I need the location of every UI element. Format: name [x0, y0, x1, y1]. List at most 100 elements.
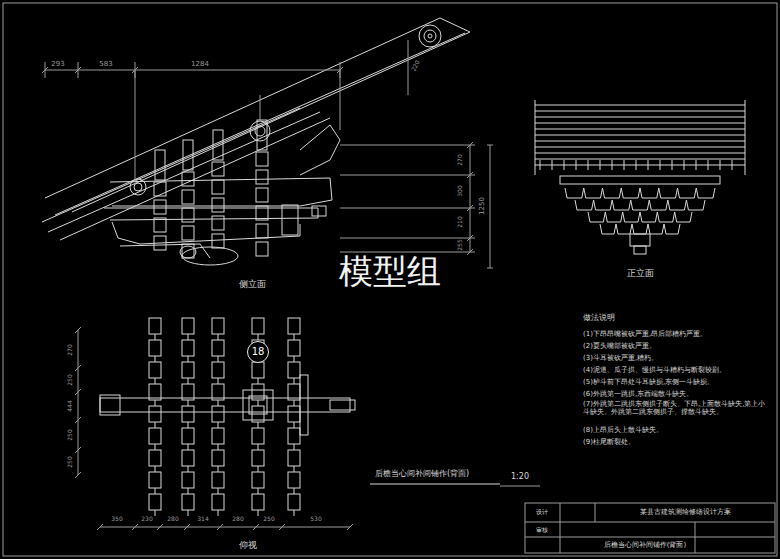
- note-text: (5)栌斗前下昂处斗耳缺损,东侧一斗缺损。: [583, 378, 714, 386]
- line: [340, 175, 475, 176]
- block: [630, 234, 650, 246]
- line: [78, 62, 79, 78]
- bracket-block: [600, 224, 616, 234]
- front-elevation: [535, 100, 745, 254]
- note-text: (1)下昂昂嘴被砍严重,昂后部糟朽严重。: [583, 330, 707, 338]
- bracket-block: [668, 200, 687, 210]
- line: [535, 141, 745, 142]
- line: [467, 142, 473, 148]
- label: 583: [99, 60, 112, 68]
- line: [188, 334, 189, 340]
- block: [288, 362, 300, 378]
- line: [45, 62, 46, 78]
- label: 444: [67, 400, 74, 411]
- line: [155, 334, 156, 340]
- line: [279, 524, 285, 530]
- block: [634, 246, 646, 254]
- block: [249, 396, 267, 414]
- line: [260, 95, 261, 120]
- block: [243, 390, 273, 420]
- block: [182, 406, 194, 422]
- line: [294, 334, 295, 340]
- label: 210: [457, 216, 464, 227]
- line: [636, 160, 637, 170]
- block: [149, 362, 161, 378]
- block: [149, 318, 161, 334]
- line: [155, 400, 156, 406]
- label: 1284: [191, 60, 209, 68]
- note-text: (3)斗耳被砍严重,糟朽。: [583, 354, 658, 362]
- label: 后檐当心间补间铺作(背面): [604, 541, 686, 549]
- bracket-block: [612, 200, 631, 210]
- line: [470, 145, 471, 252]
- line: [370, 484, 500, 485]
- line: [696, 160, 697, 170]
- line: [75, 417, 81, 423]
- block: [256, 242, 268, 256]
- outline: [300, 125, 340, 175]
- line: [535, 111, 745, 112]
- block: [182, 172, 194, 186]
- line: [258, 466, 259, 472]
- block: [149, 340, 161, 356]
- block: [212, 406, 224, 422]
- line: [184, 524, 190, 530]
- line: [188, 356, 189, 362]
- line: [500, 486, 540, 487]
- block: [182, 190, 194, 204]
- line: [540, 160, 541, 170]
- scroll: [428, 34, 432, 38]
- block: [182, 340, 194, 356]
- line: [188, 422, 189, 428]
- line: [132, 524, 138, 530]
- line: [340, 145, 475, 146]
- bracket-block: [686, 200, 705, 210]
- block: [212, 472, 224, 488]
- block: [149, 428, 161, 444]
- line: [258, 378, 259, 384]
- line: [155, 510, 156, 516]
- line: [467, 205, 473, 211]
- bracket-block: [621, 188, 640, 198]
- line: [347, 524, 353, 530]
- bracket-block: [631, 200, 650, 210]
- label: 293: [51, 60, 64, 68]
- label: 314: [197, 516, 208, 523]
- line: [624, 160, 625, 170]
- line: [45, 70, 340, 71]
- bracket-block: [603, 188, 622, 198]
- line: [294, 356, 295, 362]
- bracket-block: [584, 188, 603, 198]
- block: [288, 494, 300, 510]
- line: [258, 422, 259, 428]
- line: [258, 334, 259, 340]
- block: [330, 400, 355, 410]
- bracket-block: [675, 212, 692, 222]
- line: [535, 123, 745, 124]
- line: [552, 160, 553, 170]
- line: [218, 356, 219, 362]
- note-text: (2)耍头嘴部被砍严重。: [583, 342, 656, 350]
- line: [294, 444, 295, 450]
- block: [212, 428, 224, 444]
- block: [182, 428, 194, 444]
- block: [525, 503, 775, 553]
- bracket-block: [657, 212, 674, 222]
- block: [256, 188, 268, 202]
- label: 后檐当心间补间铺作(背面): [375, 469, 469, 478]
- block: [257, 120, 267, 150]
- label: 某县古建筑测绘修缮设计方案: [640, 508, 731, 516]
- bracket-block: [632, 224, 648, 234]
- line: [258, 444, 259, 450]
- block: [213, 130, 223, 160]
- line: [157, 524, 163, 530]
- line: [467, 172, 473, 178]
- line: [467, 235, 473, 241]
- label: 仰视: [239, 540, 257, 550]
- line: [294, 378, 295, 384]
- line: [294, 400, 295, 406]
- block: [256, 170, 268, 184]
- label: 270: [67, 344, 74, 355]
- block: [288, 428, 300, 444]
- outline: [42, 108, 300, 222]
